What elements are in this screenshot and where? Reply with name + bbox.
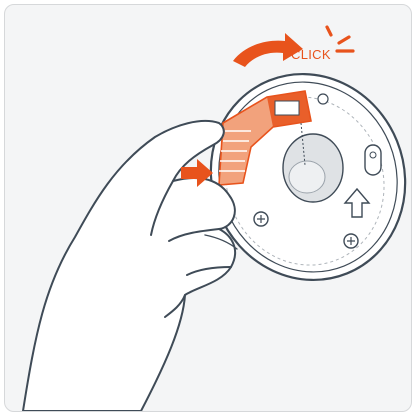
detector-latch <box>218 90 312 186</box>
click-label: CLICK <box>291 47 331 62</box>
mounting-illustration: CLICK <box>22 25 407 411</box>
hand-illustration <box>22 119 238 411</box>
push-arrow-icon <box>181 159 213 187</box>
illustration-frame: CLICK <box>4 4 412 412</box>
screw-icon <box>317 93 329 105</box>
rotate-arrow-icon <box>233 33 303 67</box>
screw-icon <box>343 233 359 249</box>
click-burst-icon <box>325 25 355 53</box>
keyhole-slot <box>364 144 382 176</box>
up-arrow-icon <box>343 187 371 218</box>
screw-icon <box>253 211 269 227</box>
center-boss <box>282 133 344 203</box>
